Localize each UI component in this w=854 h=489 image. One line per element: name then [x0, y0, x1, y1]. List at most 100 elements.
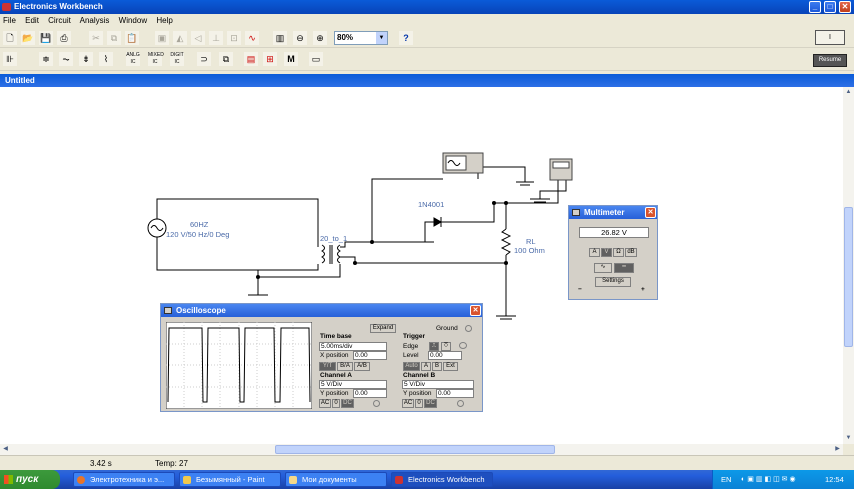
- menu-circuit[interactable]: Circuit: [48, 16, 71, 25]
- print-icon[interactable]: ⎙: [56, 30, 72, 46]
- menu-help[interactable]: Help: [156, 16, 173, 25]
- channel-a-ac-button[interactable]: AC: [319, 399, 331, 408]
- trigger-b-button[interactable]: B: [432, 362, 442, 371]
- trigger-auto-button[interactable]: Auto: [403, 362, 420, 371]
- multimeter-titlebar[interactable]: Multimeter ✕: [569, 206, 657, 219]
- trigger-ext-button[interactable]: Ext: [443, 362, 458, 371]
- instruments-icon[interactable]: ▭: [308, 51, 324, 67]
- paste-icon[interactable]: 📋: [124, 30, 140, 46]
- task-electronics-workbench[interactable]: Electronics Workbench: [391, 472, 493, 487]
- vertical-scrollbar[interactable]: ▲ ▼: [843, 87, 854, 444]
- controls-icon[interactable]: ⊞: [262, 51, 278, 67]
- indicators-icon[interactable]: ▤: [243, 51, 259, 67]
- open-folder-icon[interactable]: 📂: [20, 30, 36, 46]
- scroll-right-icon[interactable]: ▶: [835, 446, 840, 452]
- multimeter-close-button[interactable]: ✕: [645, 207, 656, 218]
- cut-icon[interactable]: ✂: [88, 30, 104, 46]
- mixed-ic-button[interactable]: MIXED IC: [147, 51, 164, 67]
- ac-mode-icon[interactable]: ∿: [594, 263, 612, 273]
- horizontal-scrollbar[interactable]: ◀ ▶: [0, 444, 843, 455]
- analog-ic-button[interactable]: ANLG IC: [125, 51, 141, 67]
- menu-analysis[interactable]: Analysis: [79, 16, 110, 25]
- ab-mode-button[interactable]: A/B: [354, 362, 370, 371]
- pause-switch[interactable]: I: [815, 30, 845, 45]
- rotate-icon[interactable]: ◭: [172, 30, 188, 46]
- channel-b-zero-button[interactable]: 0: [415, 399, 423, 408]
- logic-gates-icon[interactable]: ⊃: [196, 51, 212, 67]
- menu-edit[interactable]: Edit: [25, 16, 39, 25]
- start-button[interactable]: пуск: [0, 470, 60, 489]
- channel-b-dc-button[interactable]: DC: [424, 399, 437, 408]
- channel-b-scale-field[interactable]: 5 V/Div: [402, 380, 474, 389]
- expand-button[interactable]: Expand: [370, 324, 396, 333]
- x-position-field[interactable]: 0.00: [353, 351, 387, 360]
- vertical-scroll-thumb[interactable]: [844, 207, 853, 347]
- task-my-documents[interactable]: Мои документы: [285, 472, 387, 487]
- task-paint[interactable]: Безымянный - Paint: [179, 472, 281, 487]
- zoom-select[interactable]: 80% ▼: [334, 31, 388, 45]
- mode-ohms-button[interactable]: Ω: [613, 248, 624, 257]
- scroll-down-icon[interactable]: ▼: [845, 435, 852, 441]
- channel-a-zero-button[interactable]: 0: [332, 399, 340, 408]
- subcircuit-icon[interactable]: ▣: [154, 30, 170, 46]
- external-trigger-terminal[interactable]: [459, 342, 467, 349]
- multimeter-settings-button[interactable]: Settings: [595, 277, 631, 287]
- mode-amps-button[interactable]: A: [589, 248, 600, 257]
- transistors-icon[interactable]: ⌇: [98, 51, 114, 67]
- zoom-in-icon[interactable]: ⊕: [312, 30, 328, 46]
- save-icon[interactable]: 💾: [38, 30, 54, 46]
- basic-icon[interactable]: ⏦: [58, 51, 74, 67]
- trigger-a-button[interactable]: A: [421, 362, 431, 371]
- channel-a-dc-button[interactable]: DC: [341, 399, 354, 408]
- level-field[interactable]: 0.00: [428, 351, 462, 360]
- mode-db-button[interactable]: dB: [625, 248, 637, 257]
- maximize-button[interactable]: □: [824, 1, 836, 13]
- task-browser[interactable]: Электротехника и э...: [73, 472, 175, 487]
- ground-terminal[interactable]: [465, 325, 472, 332]
- channel-a-label: Channel A: [320, 372, 352, 379]
- resume-button[interactable]: Resume: [813, 54, 847, 67]
- channel-b-terminal[interactable]: [457, 400, 464, 407]
- falling-edge-icon[interactable]: ⎏: [441, 342, 451, 351]
- dc-mode-icon[interactable]: ━: [614, 263, 634, 273]
- tray-icons[interactable]: ◐▣▥◧◫✉◉: [741, 476, 798, 483]
- component-properties-icon[interactable]: ⊡: [226, 30, 242, 46]
- help-about-icon[interactable]: ▥: [272, 30, 288, 46]
- flip-vertical-icon[interactable]: ⊥: [208, 30, 224, 46]
- channel-b-ypos-field[interactable]: 0.00: [436, 389, 474, 398]
- menu-file[interactable]: File: [3, 16, 16, 25]
- sources-icon[interactable]: ≑: [38, 51, 54, 67]
- minimize-button[interactable]: _: [809, 1, 821, 13]
- positive-terminal-label: +: [641, 286, 645, 293]
- help-button[interactable]: ?: [398, 30, 414, 46]
- window-titlebar: Electronics Workbench _ □ ✕: [0, 0, 854, 14]
- copy-icon[interactable]: ⧉: [106, 30, 122, 46]
- zoom-out-icon[interactable]: ⊖: [292, 30, 308, 46]
- graphs-icon[interactable]: ∿: [244, 30, 260, 46]
- close-button[interactable]: ✕: [839, 1, 851, 13]
- digital-ic-button[interactable]: DIGIT IC: [169, 51, 185, 67]
- oscilloscope-close-button[interactable]: ✕: [470, 305, 481, 316]
- scroll-left-icon[interactable]: ◀: [3, 446, 8, 452]
- timebase-field[interactable]: 5.00ms/div: [319, 342, 387, 351]
- menu-window[interactable]: Window: [118, 16, 148, 25]
- diodes-icon[interactable]: ⇟: [78, 51, 94, 67]
- rising-edge-icon[interactable]: ⎍: [429, 342, 439, 351]
- custom-parts-icon[interactable]: ⊪: [2, 51, 18, 67]
- new-file-icon[interactable]: 🗋: [2, 30, 18, 46]
- miscellaneous-button[interactable]: M: [283, 51, 299, 67]
- channel-a-ypos-field[interactable]: 0.00: [353, 389, 387, 398]
- oscilloscope-titlebar[interactable]: Oscilloscope ✕: [161, 304, 482, 317]
- language-indicator[interactable]: EN: [721, 475, 732, 484]
- channel-b-ac-button[interactable]: AC: [402, 399, 414, 408]
- flip-horizontal-icon[interactable]: ◁: [190, 30, 206, 46]
- channel-b-ypos-label: Y position: [403, 390, 432, 397]
- mode-volts-button[interactable]: V: [601, 248, 612, 257]
- horizontal-scroll-thumb[interactable]: [275, 445, 555, 454]
- ba-mode-button[interactable]: B/A: [337, 362, 353, 371]
- digital-icon[interactable]: ⧉: [218, 51, 234, 67]
- channel-a-scale-field[interactable]: 5 V/Div: [319, 380, 387, 389]
- scroll-up-icon[interactable]: ▲: [845, 89, 852, 95]
- channel-a-terminal[interactable]: [373, 400, 380, 407]
- yt-mode-button[interactable]: Y/T: [319, 362, 336, 371]
